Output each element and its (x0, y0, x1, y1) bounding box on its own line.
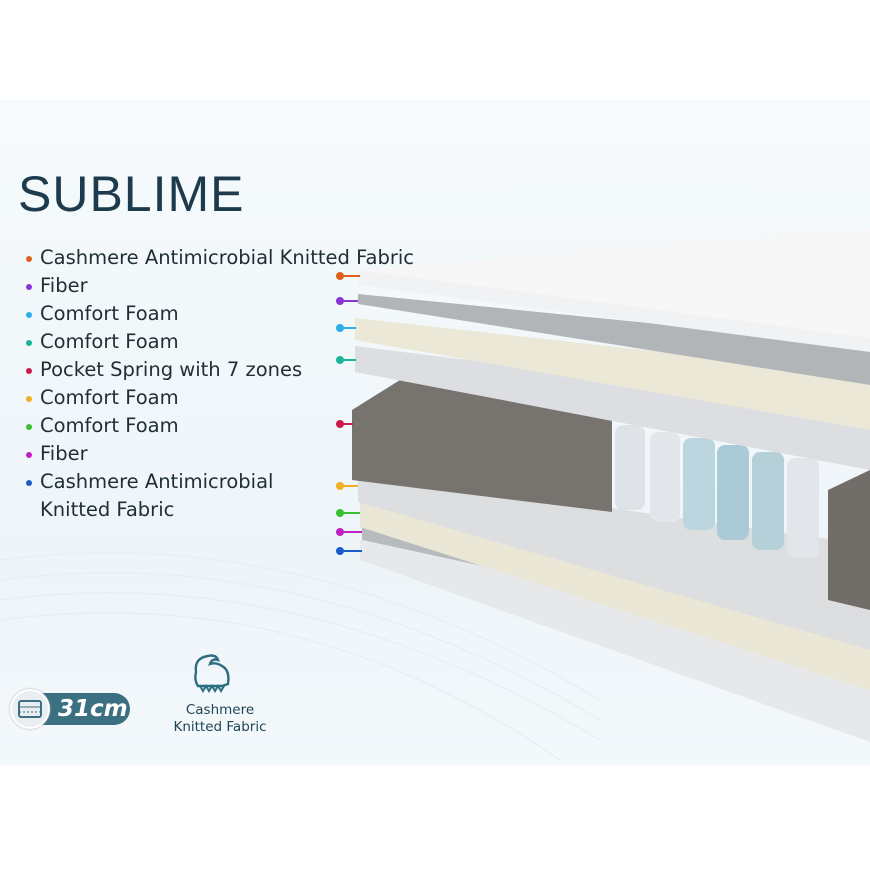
layer-item: Comfort Foam (26, 384, 414, 412)
layer-item: Pocket Spring with 7 zones (26, 356, 414, 384)
feature-label: Cashmere Knitted Fabric (160, 702, 280, 736)
layer-comfort-foam-4 (358, 472, 870, 650)
layer-bottom-fabric (360, 540, 870, 742)
layer-item: Comfort Foam (26, 328, 414, 356)
product-title: SUBLIME (18, 166, 245, 222)
layer-list: Cashmere Antimicrobial Knitted Fabric Fi… (26, 244, 414, 524)
mattress-layers-illustration (0, 228, 870, 761)
goat-icon (194, 654, 230, 693)
layer-item: Comfort Foam (26, 412, 414, 440)
layer-item: Cashmere Antimicrobial Knitted Fabric (26, 244, 414, 272)
layer-item: Fiber (26, 272, 414, 300)
layer-top-fiber (358, 294, 870, 385)
pocket-springs (615, 425, 819, 558)
layer-comfort-foam-5 (360, 500, 870, 690)
spring-border-block (352, 380, 612, 512)
layer-item: Comfort Foam (26, 300, 414, 328)
feature-line2: Knitted Fabric (173, 719, 267, 735)
layer-comfort-foam-2 (355, 346, 870, 470)
layer-item: Fiber (26, 440, 414, 468)
feature-line1: Cashmere (185, 702, 255, 718)
layer-comfort-foam-1 (355, 318, 870, 430)
height-badge: 31cm (10, 689, 130, 729)
mattress-icon (10, 689, 50, 729)
product-scene (0, 100, 870, 765)
